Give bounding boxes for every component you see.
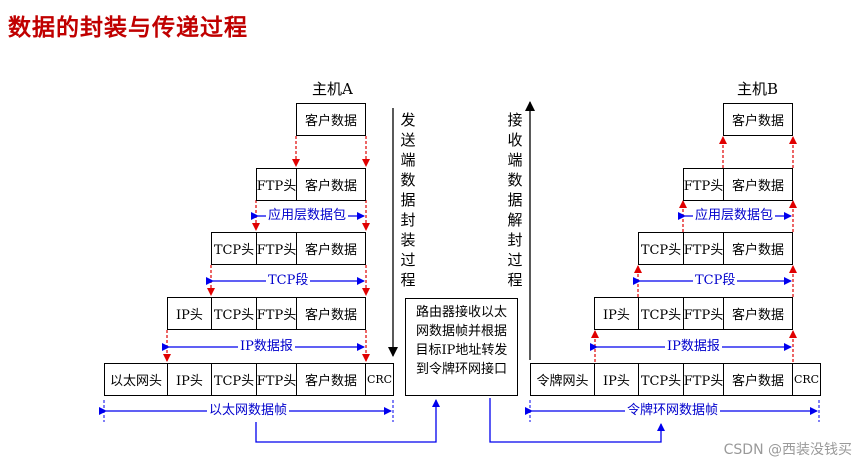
- host-a-data-cell: 客户数据: [296, 232, 366, 265]
- host-b-data-cell: 客户数据: [723, 232, 793, 265]
- host-a-tcp-header: TCP头: [211, 363, 257, 396]
- host-a-label: 主机A: [312, 80, 353, 98]
- host-b-tcp-header: TCP头: [638, 232, 684, 265]
- host-b-tcp-header: TCP头: [638, 363, 684, 396]
- host-b-data-cell: 客户数据: [723, 103, 793, 136]
- host-a-span-ticks: [103, 400, 394, 422]
- host-a-data-cell: 客户数据: [296, 297, 366, 330]
- host-a-ftp-header: FTP头: [256, 363, 297, 396]
- span-label-ethernet-frame: 以太网数据帧: [207, 403, 290, 418]
- host-b-crc: CRC: [792, 363, 821, 396]
- host-a-ftp-header: FTP头: [256, 232, 297, 265]
- receive-process-label: 接收端 数据解 封过程: [507, 111, 523, 289]
- host-b-data-cell: 客户数据: [723, 297, 793, 330]
- host-b-ftp-header: FTP头: [683, 363, 724, 396]
- span-label-ip-b: IP数据报: [665, 339, 722, 354]
- host-b-token-ring-header: 令牌网头: [530, 363, 595, 396]
- host-b-ftp-header: FTP头: [683, 297, 724, 330]
- path-to-host-b: [489, 398, 665, 443]
- host-b-data-cell: 客户数据: [723, 363, 793, 396]
- span-label-tcp-a: TCP段: [266, 273, 311, 288]
- host-b-red-arrows: [591, 136, 797, 362]
- span-label-app-a: 应用层数据包: [266, 208, 349, 223]
- transfer-path: [255, 398, 665, 443]
- span-label-ip-a: IP数据报: [238, 339, 295, 354]
- host-a-ftp-header: FTP头: [256, 168, 297, 201]
- host-b-ftp-header: FTP头: [683, 232, 724, 265]
- host-b-ftp-header: FTP头: [683, 168, 724, 201]
- watermark: CSDN @西装没钱买: [723, 442, 852, 458]
- span-label-token-ring-frame: 令牌环网数据帧: [625, 403, 721, 418]
- host-a-crc: CRC: [365, 363, 394, 396]
- host-b-data-cell: 客户数据: [723, 168, 793, 201]
- span-label-app-b: 应用层数据包: [693, 208, 776, 223]
- span-label-tcp-b: TCP段: [693, 273, 738, 288]
- router-box: 路由器接收以太网数据帧并根据 目标IP地址转发到令牌环网接口: [405, 298, 518, 396]
- host-a-ip-header: IP头: [167, 363, 212, 396]
- host-a-data-cell: 客户数据: [296, 103, 366, 136]
- host-a-ftp-header: FTP头: [256, 297, 297, 330]
- send-process-label: 发送端 数据封 装过程: [400, 111, 416, 289]
- page-title: 数据的封装与传递过程: [8, 15, 248, 41]
- host-b-span-ticks: [529, 400, 820, 422]
- host-a-tcp-header: TCP头: [211, 297, 257, 330]
- host-b-ip-header: IP头: [594, 297, 639, 330]
- host-a-ip-header: IP头: [167, 297, 212, 330]
- host-b-label: 主机B: [737, 80, 779, 98]
- host-a-tcp-header: TCP头: [211, 232, 257, 265]
- path-to-router: [255, 399, 440, 443]
- host-b-tcp-header: TCP头: [638, 297, 684, 330]
- host-b-ip-header: IP头: [594, 363, 639, 396]
- host-a-ethernet-header: 以太网头: [104, 363, 168, 396]
- host-a-data-cell: 客户数据: [296, 168, 366, 201]
- host-a-data-cell: 客户数据: [296, 363, 366, 396]
